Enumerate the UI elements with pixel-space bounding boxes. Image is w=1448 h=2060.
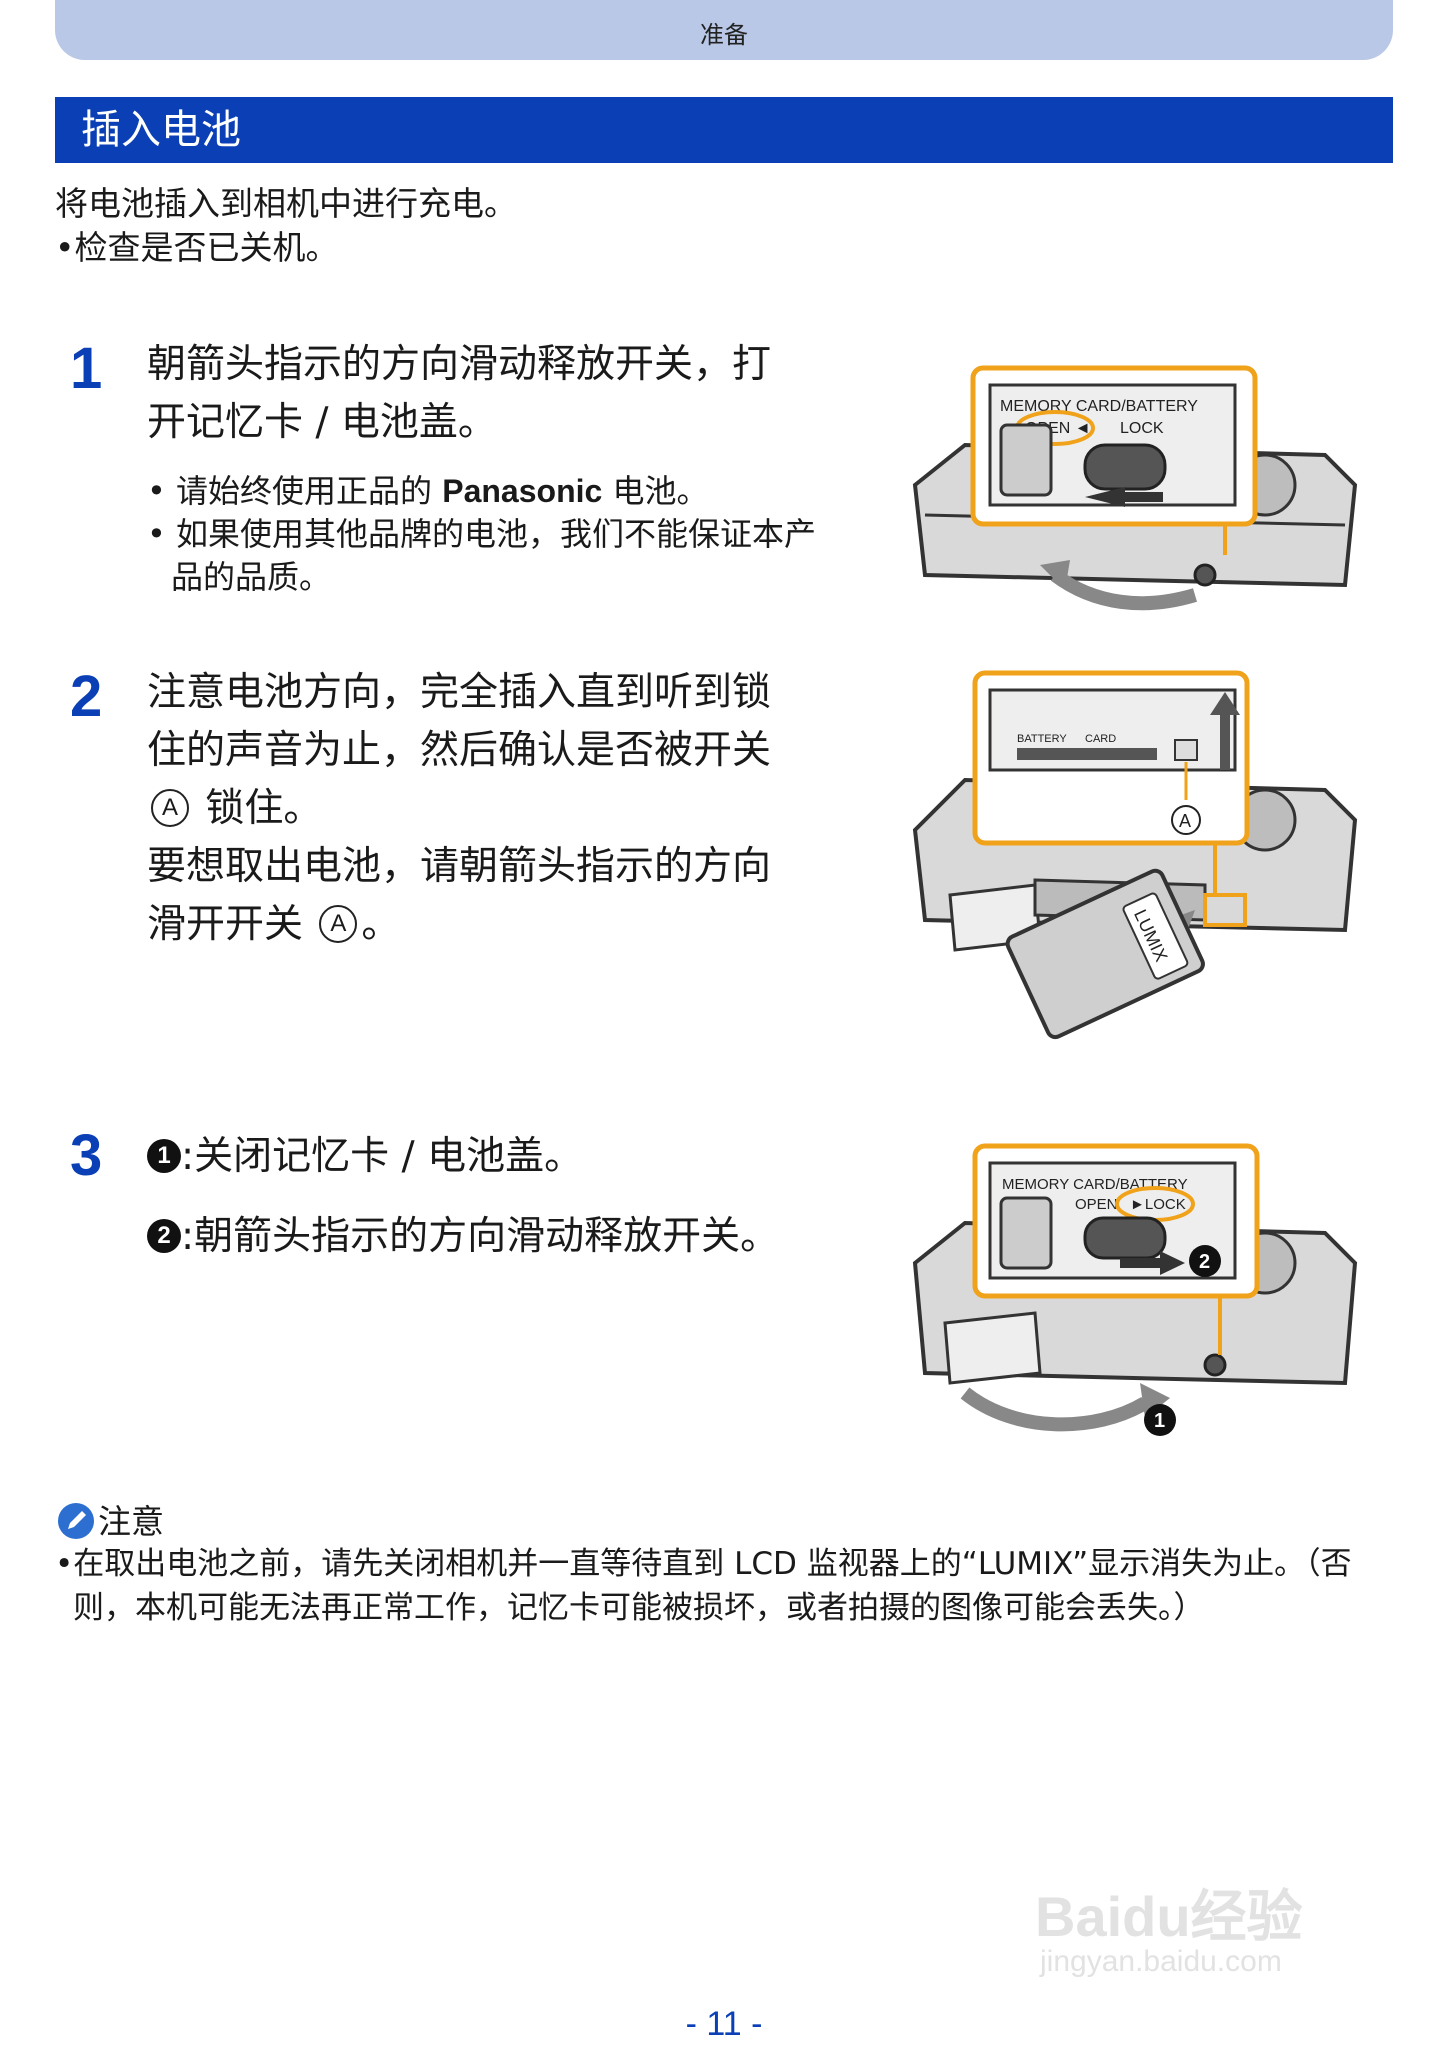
step-marker-2: 2 — [147, 1218, 181, 1253]
switch-a-marker: A — [319, 904, 358, 943]
step-3-number: 3 — [70, 1123, 103, 1188]
intro: 将电池插入到相机中进行充电。 •检查是否已关机。 — [55, 182, 517, 270]
lock-label: ►LOCK — [1130, 1196, 1186, 1213]
pencil-note-icon — [58, 1502, 94, 1539]
section-tab-label: 准备 — [700, 21, 748, 49]
page-number: - 11 - — [685, 2005, 763, 2043]
step-2-illustration: LUMIX BATTERY CARD A — [912, 670, 1358, 1040]
step-2-number: 2 — [70, 664, 103, 729]
illus-marker-2: 2 — [1199, 1251, 1210, 1273]
step-2-line-1: 注意电池方向，完全插入直到听到锁 — [147, 670, 772, 715]
note-text: •在取出电池之前，请先关闭相机并一直等待直到 LCD 监视器上的“LUMIX”显… — [55, 1546, 1352, 1626]
note-body: •在取出电池之前，请先关闭相机并一直等待直到 LCD 监视器上的“LUMIX”显… — [55, 1542, 1400, 1630]
step-2-line-3: A 锁住。 — [147, 780, 847, 838]
note-heading: 注意 — [58, 1500, 164, 1544]
illus-marker-a: A — [1179, 811, 1191, 831]
step-1-line-1: 朝箭头指示的方向滑动释放开关，打 — [147, 342, 772, 387]
switch-a-marker: A — [151, 788, 189, 827]
illus-marker-1: 1 — [1154, 1410, 1165, 1432]
memory-card-battery-label: MEMORY CARD/BATTERY — [1000, 398, 1198, 415]
step-3-sub-1: 1:关闭记忆卡 / 电池盖。 — [147, 1128, 907, 1186]
step-1-line-2: 开记忆卡 / 电池盖。 — [147, 400, 497, 445]
open-label: OPEN — [1075, 1196, 1118, 1213]
step-2-line-2: 住的声音为止，然后确认是否被开关 — [147, 728, 772, 773]
note-heading-text: 注意 — [98, 1502, 164, 1541]
brand-name: Panasonic — [442, 473, 603, 509]
page-title: 插入电池 — [55, 97, 1393, 163]
step-2-line-5: 滑开开关 A。 — [147, 902, 401, 947]
battery-label: BATTERY — [1017, 733, 1067, 745]
intro-bullet: •检查是否已关机。 — [55, 228, 339, 267]
intro-line: 将电池插入到相机中进行充电。 — [55, 184, 517, 223]
section-tab: 准备 — [55, 0, 1393, 60]
watermark-brand: Baidu经验 — [1035, 1885, 1303, 1948]
memory-card-battery-label: MEMORY CARD/BATTERY — [1002, 1176, 1188, 1193]
step-1-notes: 请始终使用正品的 Panasonic 电池。 如果使用其他品牌的电池，我们不能保… — [147, 470, 847, 599]
step-1-note-other-brands: 如果使用其他品牌的电池，我们不能保证本产品的品质。 — [147, 513, 847, 599]
lock-label: LOCK — [1120, 420, 1164, 437]
step-marker-1: 1 — [147, 1138, 181, 1173]
step-2-text: 注意电池方向，完全插入直到听到锁 住的声音为止，然后确认是否被开关 A 锁住。 … — [147, 664, 847, 954]
step-3-text: 1:关闭记忆卡 / 电池盖。 2:朝箭头指示的方向滑动释放开关。 — [147, 1128, 907, 1266]
step-3-illustration: 1 MEMORY CARD/BATTERY OPEN ►LOCK 2 — [912, 1143, 1358, 1436]
step-1-number: 1 — [70, 336, 103, 401]
step-1-note-genuine: 请始终使用正品的 Panasonic 电池。 — [147, 470, 847, 513]
card-label: CARD — [1085, 733, 1116, 745]
step-2-line-4: 要想取出电池，请朝箭头指示的方向 — [147, 844, 772, 889]
watermark-url: jingyan.baidu.com — [1040, 1945, 1282, 1978]
step-1-text: 朝箭头指示的方向滑动释放开关，打 开记忆卡 / 电池盖。 — [147, 336, 847, 452]
step-3-sub-2: 2:朝箭头指示的方向滑动释放开关。 — [147, 1208, 907, 1266]
step-1-illustration: MEMORY CARD/BATTERY OPEN ◄ LOCK — [912, 365, 1358, 611]
